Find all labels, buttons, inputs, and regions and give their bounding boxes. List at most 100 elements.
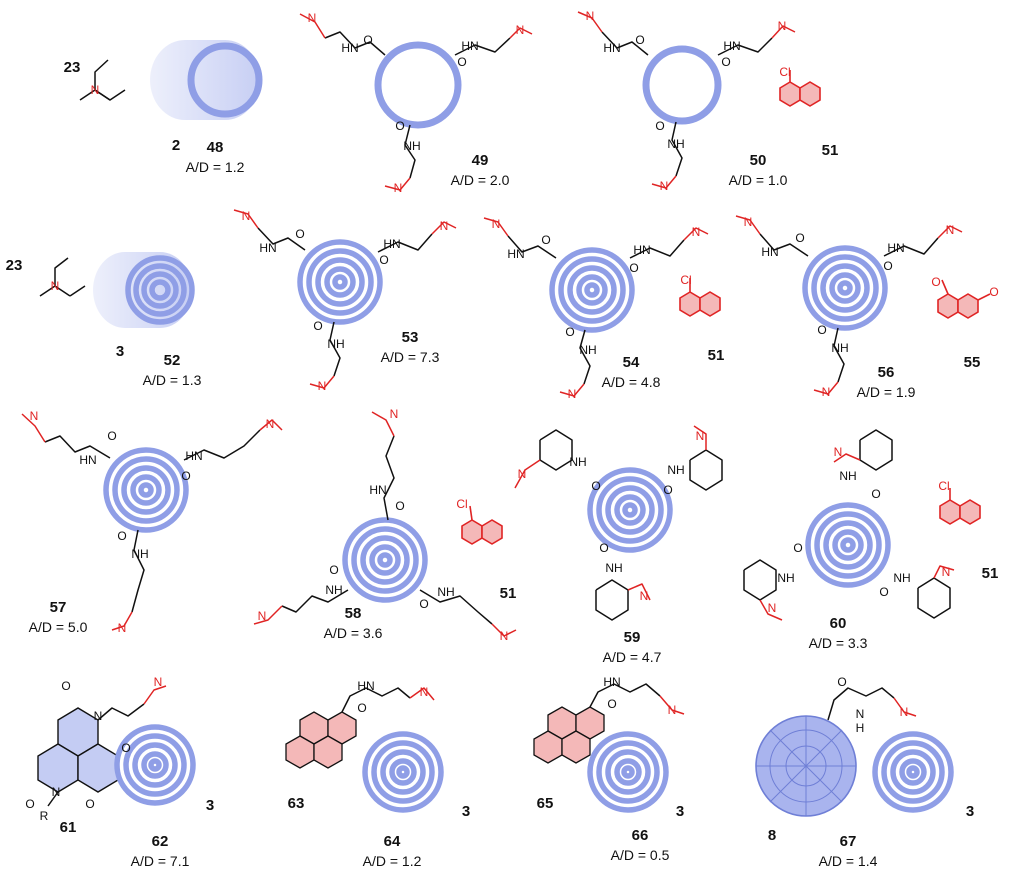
dma-54-bottom — [559, 383, 585, 397]
atom-cl-69: Cl — [456, 497, 467, 511]
compound-label-c54: 54 — [623, 354, 640, 371]
atom-n-17: N — [586, 9, 595, 23]
triethylamine-top-b — [94, 59, 109, 90]
mwnt-58-ring-1 — [351, 526, 419, 594]
dma-67 — [893, 697, 917, 717]
dimethoxynaphthalene-55 — [937, 279, 991, 319]
dma-57-left — [21, 413, 46, 443]
dma-54-right — [683, 227, 709, 241]
mwnt-64-ring-1 — [371, 740, 435, 804]
dma-50-right — [771, 25, 796, 39]
atom-nh-63: NH — [325, 583, 342, 597]
atom-o-55: O — [117, 529, 126, 543]
atom-o-89: O — [61, 679, 70, 693]
atom-n-27: N — [242, 209, 251, 223]
dma-53-bottom — [309, 375, 335, 389]
swnt-48-ring-0 — [187, 42, 263, 118]
atom-n-106: N — [900, 705, 909, 719]
mwnt-58-ring-2 — [360, 535, 410, 585]
atom-nh-80: NH — [839, 469, 856, 483]
cyclohexyl-60-a — [859, 429, 893, 471]
atom-cl-88: Cl — [938, 479, 949, 493]
atom-hn-53: HN — [185, 449, 202, 463]
atom-n-78: N — [640, 589, 649, 603]
compound-label-c64: 64 — [384, 833, 401, 850]
atom-n-10: N — [394, 181, 403, 195]
chloronaphthalene-51-row3 — [461, 505, 503, 545]
dma-50-bottom — [651, 175, 677, 189]
chain-50-bottom — [671, 121, 683, 177]
mwnt-67-ring-2 — [890, 749, 936, 795]
atom-o-54: O — [181, 469, 190, 483]
atom-nh-85: NH — [893, 571, 910, 585]
atom-nh-7: NH — [403, 139, 420, 153]
atom-o-43: O — [883, 259, 892, 273]
mwnt-58-ring-4 — [377, 552, 393, 568]
atom-o-33: O — [629, 261, 638, 275]
atom-n-67: N — [258, 609, 267, 623]
atom-n-99: N — [420, 685, 429, 699]
dma-56-bottom — [813, 381, 839, 395]
mwnt-54-ring-1 — [558, 256, 626, 324]
atom-o-81: O — [871, 487, 880, 501]
naphthalene-diimide-61 — [37, 707, 119, 793]
atom-n-0: N — [91, 83, 100, 97]
atom-o-34: O — [565, 325, 574, 339]
compound-label-c51a: 51 — [822, 142, 839, 159]
chloronaphthalene-51-row2 — [679, 278, 721, 317]
compound-label-c2: 2 — [172, 137, 180, 154]
ad-ratio-c49: A/D = 2.0 — [451, 172, 510, 188]
atom-cl-20: Cl — [779, 65, 790, 79]
atom-hn-21: HN — [259, 241, 276, 255]
ad-ratio-c59: A/D = 4.7 — [603, 649, 662, 665]
atom-o-84: O — [879, 585, 888, 599]
chain-49-bottom — [404, 124, 416, 179]
chain-57-bottom — [131, 529, 145, 613]
atom-o-25: O — [313, 319, 322, 333]
atom-hn-98: HN — [357, 679, 374, 693]
dma-57-bottom — [111, 611, 133, 631]
mwnt-62-ring-2 — [132, 742, 178, 788]
atom-o-92: O — [25, 797, 34, 811]
atom-o-5: O — [457, 55, 466, 69]
compound-label-c60: 60 — [830, 615, 847, 632]
atom-r-95: R — [40, 809, 49, 823]
atom-hn-30: HN — [507, 247, 524, 261]
fullerene-8 — [755, 715, 857, 817]
atom-o-22: O — [295, 227, 304, 241]
atom-hn-4: HN — [461, 39, 478, 53]
mwnt-60-ring-1 — [814, 511, 882, 579]
chain-53-bottom — [329, 321, 341, 377]
cyclohexyl-60-c — [917, 577, 951, 619]
chloronaphthalene-51-row3b — [939, 488, 981, 525]
atom-n-1: N — [51, 279, 60, 293]
mwnt-53-ring-0 — [297, 239, 383, 325]
compound-label-c62: 62 — [152, 833, 169, 850]
triethylamine-row2-c — [69, 285, 86, 297]
mwnt-66-ring-2 — [605, 749, 651, 795]
dma-50-left — [577, 11, 603, 33]
dma-56-left — [735, 215, 761, 235]
mwnt-60-ring-4 — [840, 537, 856, 553]
atom-hn-11: HN — [603, 41, 620, 55]
dma-53-right — [431, 221, 457, 235]
atom-o-94: O — [85, 797, 94, 811]
chain-57-left — [44, 435, 111, 459]
atom-hn-60: HN — [369, 483, 386, 497]
chain-58-top — [383, 435, 395, 521]
atom-hn-2: HN — [341, 41, 358, 55]
dma-59-c — [627, 583, 651, 601]
atom-n-96: N — [154, 675, 163, 689]
atom-o-52: O — [107, 429, 116, 443]
atom-n-38: N — [568, 387, 577, 401]
atom-hn-40: HN — [761, 245, 778, 259]
atom-n-57: N — [30, 409, 39, 423]
atom-cl-39: Cl — [680, 273, 691, 287]
chain-66 — [589, 683, 661, 708]
mwnt-56-ring-3 — [829, 272, 861, 304]
chain-50-left — [601, 31, 649, 56]
chain-49-left — [324, 31, 386, 56]
mwnt-57-ring-4 — [138, 482, 154, 498]
atom-n-18: N — [778, 19, 787, 33]
mwnt-59-ring-2 — [605, 485, 655, 535]
